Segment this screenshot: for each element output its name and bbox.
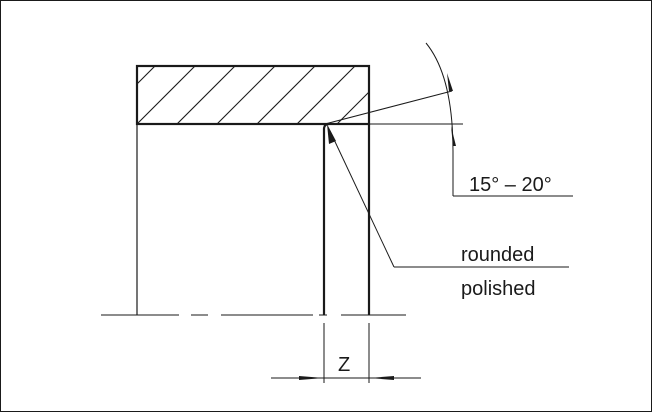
rounded-label: rounded xyxy=(461,244,534,266)
dimension-label: Z xyxy=(338,354,350,376)
edge-leader xyxy=(329,130,569,268)
dimension-arrows xyxy=(299,376,394,380)
hatched-section xyxy=(135,64,371,126)
chamfer-lines xyxy=(324,42,463,152)
dimension-z xyxy=(271,323,421,383)
angle-label: 15° – 20° xyxy=(469,174,552,196)
edge-leader-arrowhead xyxy=(327,124,336,144)
angle-arrows xyxy=(447,73,456,146)
part-outline xyxy=(136,122,371,315)
angle-leader xyxy=(452,151,573,197)
polished-label: polished xyxy=(461,278,536,300)
